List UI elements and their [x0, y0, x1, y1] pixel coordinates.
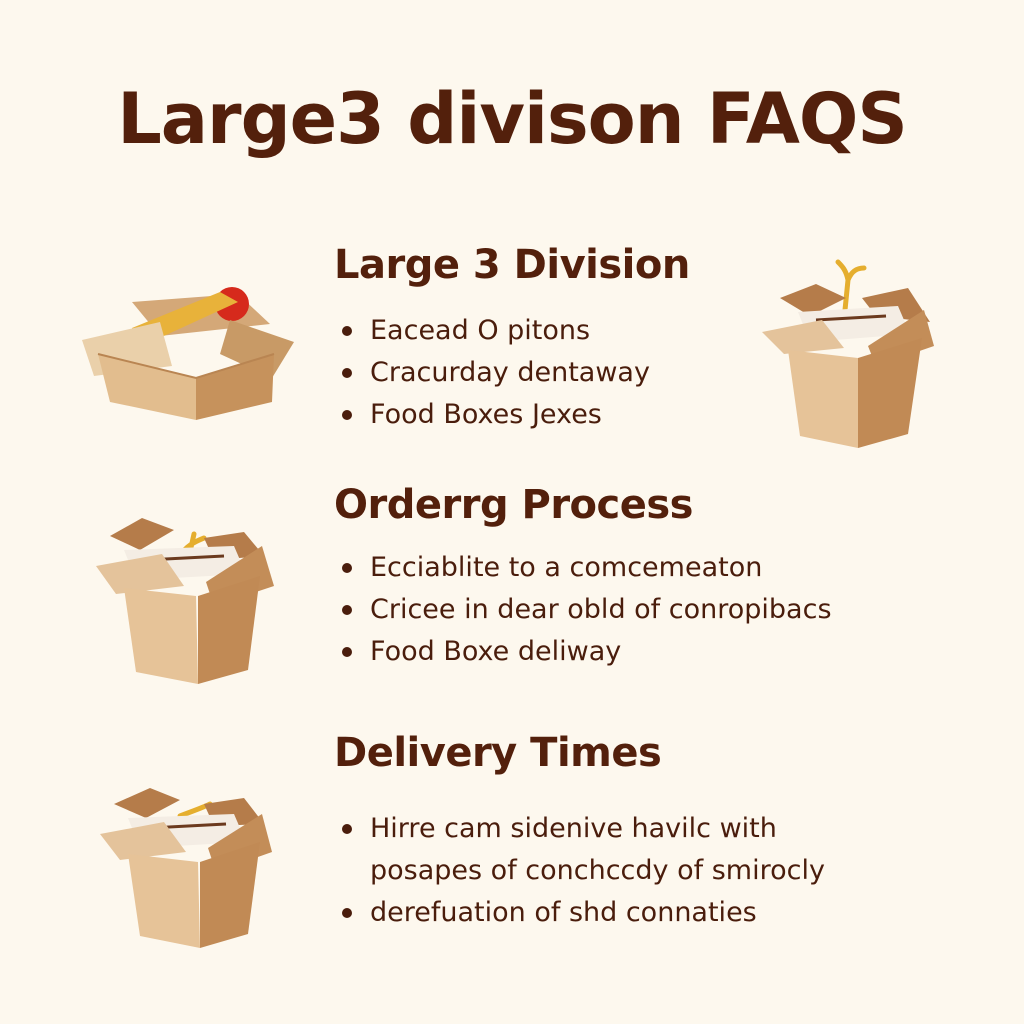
section-heading-large-3-division: Large 3 Division — [334, 242, 690, 288]
bullet-dot-icon — [342, 563, 352, 573]
takeout-box-icon — [100, 788, 272, 948]
list-item: derefuation of shd connaties — [340, 892, 825, 934]
section-heading-delivery-times: Delivery Times — [334, 730, 662, 776]
section-list-delivery-times: Hirre cam sidenive havilc with posapes o… — [340, 808, 825, 934]
section-list-ordering-process: Ecciablite to a comcemeaton Cricee in de… — [340, 547, 832, 673]
list-item: Food Boxes Jexes — [340, 394, 650, 436]
list-item: Cracurday dentaway — [340, 352, 650, 394]
list-item: Food Boxe deliway — [340, 631, 832, 673]
bullet-dot-icon — [342, 824, 352, 834]
bullet-dot-icon — [342, 326, 352, 336]
bullet-dot-icon — [342, 647, 352, 657]
list-item: Hirre cam sidenive havilc with posapes o… — [340, 808, 825, 892]
bullet-dot-icon — [342, 605, 352, 615]
bullet-dot-icon — [342, 368, 352, 378]
list-item: Eacead O pitons — [340, 310, 650, 352]
page-title: Large3 divison FAQS — [117, 78, 908, 160]
list-item: Ecciablite to a comcemeaton — [340, 547, 832, 589]
open-cardboard-box-icon — [82, 287, 294, 420]
takeout-box-icon — [96, 518, 274, 684]
section-heading-ordering-process: Orderrg Process — [334, 482, 693, 528]
bullet-dot-icon — [342, 908, 352, 918]
section-list-large-3-division: Eacead O pitons Cracurday dentaway Food … — [340, 310, 650, 436]
takeout-box-icon — [762, 259, 934, 448]
bullet-dot-icon — [342, 410, 352, 420]
list-item: Cricee in dear obld of conropibacs — [340, 589, 832, 631]
